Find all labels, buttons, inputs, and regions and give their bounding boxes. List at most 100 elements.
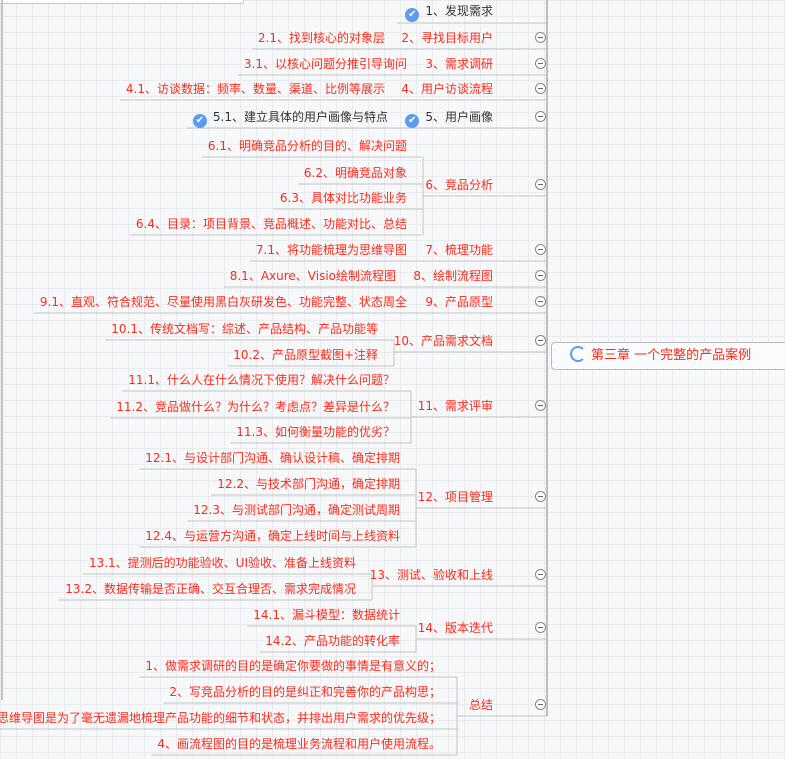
branch-topic-label: 4、用户访谈流程 [401, 82, 493, 96]
subtopic-label: 11.1、什么人在什么情况下使用？解决什么问题？ [128, 373, 395, 387]
subtopic[interactable]: 8.1、Axure、Visio绘制流程图 [230, 268, 396, 284]
subtopic[interactable]: 4、画流程图的目的是梳理业务流程和用户使用流程。 [157, 736, 441, 752]
check-done-icon: ✔ [405, 8, 420, 22]
branch-topic-label: 5、用户画像 [425, 110, 493, 124]
branch-topic[interactable]: 8、绘制流程图 [413, 268, 493, 284]
subtopic[interactable]: 6.2、明确竞品对象 [304, 165, 407, 181]
branch-topic[interactable]: 12、项目管理 [418, 489, 493, 505]
central-topic[interactable]: 第三章 一个完整的产品案例 [551, 342, 785, 370]
branch-topic-label: 11、需求评审 [417, 399, 493, 413]
subtopic-label: 6.2、明确竞品对象 [303, 166, 407, 180]
collapse-toggle-icon[interactable] [535, 699, 546, 710]
subtopic[interactable]: 9.1、直观、符合规范、尽量使用黑白灰研发色、功能完整、状态周全 [40, 294, 407, 310]
subtopic[interactable]: 6.4、目录：项目背景、竞品概述、功能对比、总结 [136, 216, 407, 232]
branch-topic-label: 1、发现需求 [425, 4, 493, 18]
subtopic[interactable]: 2.1、找到核心的对象层 [258, 30, 385, 46]
subtopic-label: 10.2、产品原型截图+注释 [233, 348, 378, 362]
collapse-toggle-icon[interactable] [535, 58, 546, 69]
subtopic[interactable]: 11.2、竞品做什么？为什么？考虑点？差异是什么？ [116, 399, 395, 415]
subtopic-label: 6.1、明确竞品分析的目的、解决问题 [207, 139, 407, 153]
branch-topic[interactable]: 3、需求调研 [425, 56, 493, 72]
branch-topic-label: 3、需求调研 [425, 57, 493, 71]
branch-topic[interactable]: 14、版本迭代 [418, 620, 493, 636]
subtopic-label: 4、画流程图的目的是梳理业务流程和用户使用流程。 [157, 737, 441, 751]
branch-topic[interactable]: 10、产品需求文档 [394, 333, 493, 349]
branch-topic-label: 12、项目管理 [417, 490, 493, 504]
subtopic-label: 2.1、找到核心的对象层 [257, 31, 385, 45]
collapse-toggle-icon[interactable] [535, 111, 546, 122]
branch-topic[interactable]: 2、寻找目标用户 [401, 30, 493, 46]
central-topic-label: 第三章 一个完整的产品案例 [591, 348, 752, 363]
subtopic[interactable]: 11.1、什么人在什么情况下使用？解决什么问题？ [128, 372, 395, 388]
subtopic[interactable]: ✔5.1、建立具体的用户画像与特点 [192, 109, 388, 128]
branch-topic[interactable]: ✔ 5、用户画像 [405, 109, 493, 128]
branch-topic[interactable]: 7、梳理功能 [425, 242, 493, 258]
subtopic-label: 6.4、目录：项目背景、竞品概述、功能对比、总结 [135, 217, 407, 231]
subtopic[interactable]: 2、写竞品分析的目的是纠正和完善你的产品构思； [169, 684, 441, 700]
branch-topic[interactable]: ✔ 1、发现需求 [405, 3, 493, 22]
subtopic[interactable]: 6.3、具体对比功能业务 [280, 190, 407, 206]
collapse-toggle-icon[interactable] [535, 569, 546, 580]
collapse-toggle-icon[interactable] [535, 270, 546, 281]
subtopic-label: 10.1、传统文档写：综述、产品结构、产品功能等 [111, 322, 378, 336]
branch-topic[interactable]: 总结 [469, 697, 493, 713]
subtopic[interactable]: 12.2、与技术部门沟通，确定排期 [217, 476, 400, 492]
subtopic[interactable]: 14.1、漏斗模型：数据统计 [253, 607, 400, 623]
branch-topic-label: 10、产品需求文档 [393, 334, 493, 348]
branch-topic[interactable]: 9、产品原型 [425, 294, 493, 310]
branch-topic-label: 总结 [468, 698, 493, 712]
subtopic-label: 2、写竞品分析的目的是纠正和完善你的产品构思； [169, 685, 441, 699]
subtopic[interactable]: 12.3、与测试部门沟通，确定测试周期 [193, 502, 400, 518]
subtopic[interactable]: 12.1、与设计部门沟通、确认设计稿、确定排期 [145, 450, 400, 466]
subtopic-label: 6.3、具体对比功能业务 [279, 191, 407, 205]
subtopic[interactable]: 10.2、产品原型截图+注释 [233, 347, 378, 363]
subtopic[interactable]: 7.1、将功能梳理为思维导图 [256, 242, 407, 258]
branch-topic[interactable]: 4、用户访谈流程 [401, 81, 493, 97]
collapse-toggle-icon[interactable] [535, 335, 546, 346]
subtopic-label: 3、画思维导图是为了毫无遗漏地梳理产品功能的细节和状态，并排出用户需求的优先级； [0, 711, 441, 725]
branch-topic-label: 2、寻找目标用户 [401, 31, 493, 45]
check-done-icon: ✔ [405, 114, 420, 128]
subtopic[interactable]: 14.2、产品功能的转化率 [265, 633, 400, 649]
subtopic[interactable]: 3.1、以核心问题分推引导询问 [244, 56, 407, 72]
branch-topic-label: 8、绘制流程图 [413, 269, 493, 283]
subtopic[interactable]: 6.1、明确竞品分析的目的、解决问题 [208, 138, 407, 154]
subtopic-label: 14.2、产品功能的转化率 [265, 634, 400, 648]
subtopic-label: 5.1、建立具体的用户画像与特点 [212, 110, 388, 124]
subtopic[interactable]: 13.1、提测后的功能验收、UI验收、准备上线资料 [89, 555, 356, 571]
subtopic[interactable]: 10.1、传统文档写：综述、产品结构、产品功能等 [111, 321, 378, 337]
branch-topic[interactable]: 6、竞品分析 [425, 177, 493, 193]
collapse-toggle-icon[interactable] [535, 491, 546, 502]
subtopic[interactable]: 1、做需求调研的目的是确定你要做的事情是有意义的； [145, 658, 441, 674]
collapse-toggle-icon[interactable] [535, 179, 546, 190]
subtopic-label: 3.1、以核心问题分推引导询问 [243, 57, 407, 71]
subtopic-label: 13.1、提测后的功能验收、UI验收、准备上线资料 [88, 556, 356, 570]
subtopic-label: 14.1、漏斗模型：数据统计 [253, 608, 400, 622]
branch-topic[interactable]: 13、测试、验收和上线 [370, 567, 493, 583]
collapse-toggle-icon[interactable] [535, 622, 546, 633]
branch-topic-label: 13、测试、验收和上线 [369, 568, 493, 582]
subtopic-label: 4.1、访谈数据：频率、数量、渠道、比例等展示 [125, 82, 385, 96]
branch-topic[interactable]: 11、需求评审 [418, 398, 493, 414]
subtopic[interactable]: 13.2、数据传输是否正确、交互合理否、需求完成情况 [65, 581, 356, 597]
collapse-toggle-icon[interactable] [535, 83, 546, 94]
branch-topic-label: 14、版本迭代 [417, 621, 493, 635]
collapse-toggle-icon[interactable] [535, 296, 546, 307]
subtopic-label: 8.1、Axure、Visio绘制流程图 [229, 269, 396, 283]
subtopic[interactable]: 3、画思维导图是为了毫无遗漏地梳理产品功能的细节和状态，并排出用户需求的优先级； [0, 710, 441, 726]
branch-topic-label: 7、梳理功能 [425, 243, 493, 257]
subtopic[interactable]: 4.1、访谈数据：频率、数量、渠道、比例等展示 [126, 81, 385, 97]
subtopic[interactable]: 12.4、与运营方沟通，确定上线时间与上线资料 [145, 528, 400, 544]
collapse-toggle-icon[interactable] [535, 244, 546, 255]
subtopic-label: 9.1、直观、符合规范、尽量使用黑白灰研发色、功能完整、状态周全 [39, 295, 407, 309]
branch-topic-label: 6、竞品分析 [425, 178, 493, 192]
subtopic[interactable]: 11.3、如何衡量功能的优劣？ [236, 424, 395, 440]
subtopic-label: 11.3、如何衡量功能的优劣？ [236, 425, 395, 439]
offscreen-topic[interactable] [0, 0, 244, 4]
progress-ring-icon [570, 346, 586, 362]
branch-topic-label: 9、产品原型 [425, 295, 493, 309]
collapse-toggle-icon[interactable] [535, 32, 546, 43]
collapse-toggle-icon[interactable] [535, 400, 546, 411]
